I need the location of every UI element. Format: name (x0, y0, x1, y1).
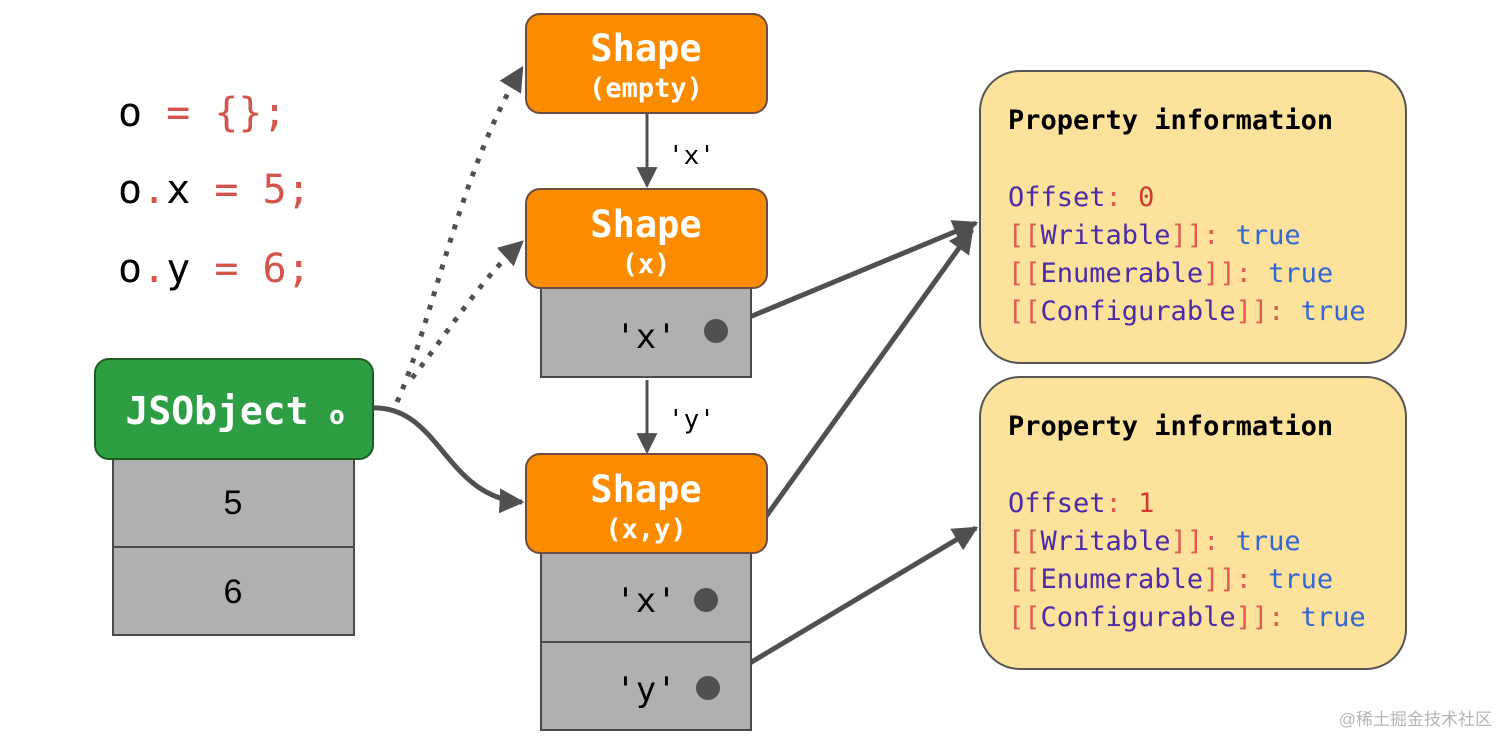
arrow-shape-x-prop-to-info-1 (715, 220, 979, 334)
arrow-shape-xy-prop-y-to-info-2 (706, 525, 979, 691)
jsobject-header (94, 358, 374, 460)
shape-x-subtitle: (x) (622, 249, 671, 280)
property-info-box-2: Property information Offset: 1 [[Writabl… (979, 376, 1407, 670)
property-info-1-configurable: [[Configurable]]: true (1008, 296, 1366, 327)
property-info-2-enumerable: [[Enumerable]]: true (1008, 564, 1333, 595)
property-info-1-enumerable: [[Enumerable]]: true (1008, 258, 1333, 289)
shape-xy-header (525, 453, 768, 554)
shape-x: 'x' Shape (x) (525, 188, 768, 378)
jsobject-slot-0 (112, 457, 355, 548)
watermark: @稀土掘金技术社区 (1339, 710, 1492, 729)
shape-xy-property-y: 'y' (615, 670, 676, 710)
shape-xy: 'x' 'y' Shape (x,y) (525, 453, 768, 731)
arrow-jsobject-to-shape-xy (371, 405, 525, 514)
shape-xy-subtitle: (x,y) (605, 514, 686, 545)
jsobject-name: o (329, 401, 345, 431)
dotted-arrow-to-shape-empty (394, 65, 525, 404)
code-line-1: o = {}; (118, 90, 287, 136)
property-info-2-writable: [[Writable]]: true (1008, 526, 1301, 557)
shape-empty-subtitle: (empty) (589, 73, 703, 104)
shape-xy-property-x: 'x' (615, 581, 676, 621)
property-info-box-1-bg (979, 70, 1407, 364)
property-info-2-offset: Offset: 1 (1008, 488, 1154, 519)
transition-label-y: 'y' (668, 405, 715, 435)
shape-xy-title: Shape (590, 468, 701, 511)
shape-xy-property-y-dot (696, 676, 720, 700)
dotted-arrow-to-shape-x (410, 240, 524, 380)
property-info-1-title: Property information (1008, 105, 1333, 136)
shape-empty-header (525, 13, 768, 114)
shape-empty-title: Shape (590, 27, 701, 70)
code-snippet: o = {}; o.x = 5; o.y = 6; (118, 90, 311, 292)
property-info-1-offset: Offset: 0 (1008, 182, 1154, 213)
shape-x-title: Shape (590, 203, 701, 246)
property-info-2-title: Property information (1008, 411, 1333, 442)
jsobject-value-1: 6 (224, 573, 243, 611)
property-info-2-configurable: [[Configurable]]: true (1008, 602, 1366, 633)
code-line-3: o.y = 6; (118, 246, 311, 292)
shape-x-property-x: 'x' (615, 317, 676, 357)
jsobject-slot-1 (112, 546, 355, 636)
transition-label-x: 'x' (668, 141, 715, 171)
jsobject-title: JSObject (125, 389, 308, 433)
jsobject-value-0: 5 (224, 484, 243, 522)
shape-empty: Shape (empty) (525, 13, 768, 114)
code-line-2: o.x = 5; (118, 167, 311, 213)
property-info-box-2-bg (979, 376, 1407, 670)
shape-x-property-x-dot (704, 319, 728, 343)
property-info-box-1: Property information Offset: 0 [[Writabl… (979, 70, 1407, 364)
property-info-1-writable: [[Writable]]: true (1008, 220, 1301, 251)
shape-xy-property-x-dot (694, 588, 718, 612)
shape-x-header (525, 188, 768, 289)
jsobject: 5 6 JSObject o (94, 358, 374, 636)
